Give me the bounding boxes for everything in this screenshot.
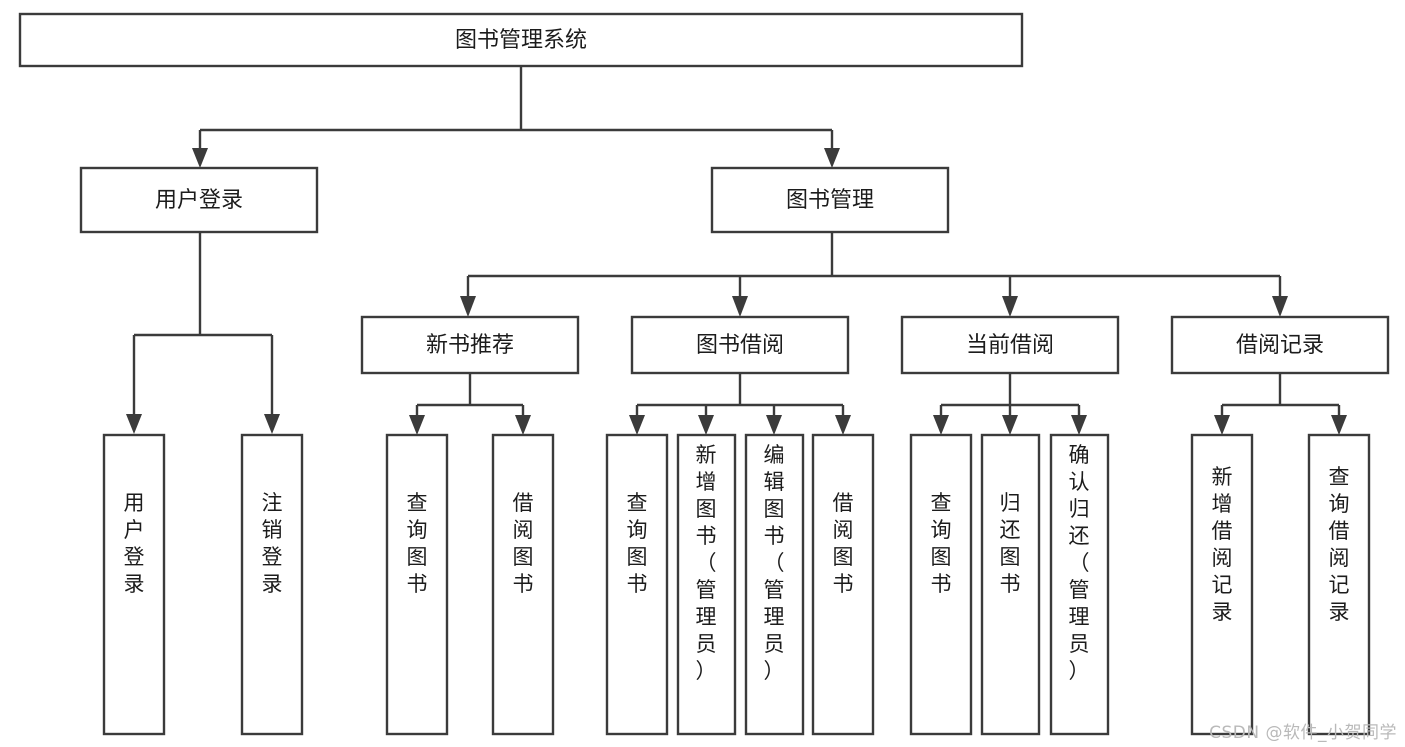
node-leaf-label: 新增图书（管理员） bbox=[696, 443, 717, 683]
node-leaf[interactable]: 查询借阅记录 bbox=[1307, 433, 1371, 736]
node-leaf[interactable]: 查询图书 bbox=[385, 433, 449, 736]
node-leaf-box[interactable] bbox=[605, 433, 669, 736]
node-leaf-label: 查询图书 bbox=[407, 491, 428, 596]
node-leaf[interactable]: 用户登录 bbox=[102, 433, 166, 736]
node-leaf-label: 借阅图书 bbox=[513, 491, 534, 596]
connector-new-book-children bbox=[415, 373, 525, 420]
node-book-manage-label: 图书管理 bbox=[786, 188, 874, 213]
node-leaf-box[interactable] bbox=[811, 433, 875, 736]
arrow-icon-to-borrow-book bbox=[732, 296, 748, 317]
arrow-icon-to-book-manage bbox=[824, 148, 840, 168]
node-leaf-label: 确认归还（管理员） bbox=[1069, 443, 1090, 683]
arrow-icon-to-current-borrow bbox=[1002, 296, 1018, 317]
connector-borrow-record-children bbox=[1220, 373, 1341, 420]
node-borrow-book-box[interactable] bbox=[630, 315, 850, 375]
node-borrow-record-label: 借阅记录 bbox=[1236, 333, 1324, 358]
arrow-icon-leaf-4 bbox=[515, 415, 531, 435]
node-borrow-book-label: 图书借阅 bbox=[696, 333, 784, 358]
arrow-icon-leaf-7 bbox=[766, 415, 782, 435]
arrow-icon-leaf-1 bbox=[126, 414, 142, 434]
node-book-manage-box[interactable] bbox=[710, 166, 950, 234]
connector-group-book-manage bbox=[460, 232, 1288, 317]
arrow-icon-leaf-9 bbox=[933, 415, 949, 435]
node-current-borrow[interactable]: 当前借阅 bbox=[900, 315, 1120, 375]
node-root-label: 图书管理系统 bbox=[455, 28, 587, 53]
node-borrow-record-box[interactable] bbox=[1170, 315, 1390, 375]
node-leaf-label: 编辑图书（管理员） bbox=[764, 443, 785, 683]
node-borrow-book[interactable]: 图书借阅 bbox=[630, 315, 850, 375]
node-root-box[interactable] bbox=[18, 12, 1024, 68]
node-leaf-label: 查询图书 bbox=[627, 491, 648, 596]
connector-group-new-book bbox=[409, 373, 531, 435]
node-leaf[interactable]: 借阅图书 bbox=[491, 433, 555, 736]
node-leaf-box[interactable] bbox=[909, 433, 973, 736]
arrow-icon-leaf-3 bbox=[409, 415, 425, 435]
node-leaf[interactable]: 借阅图书 bbox=[811, 433, 875, 736]
node-leaf-label: 用户登录 bbox=[124, 491, 145, 596]
connector-group-user-login bbox=[126, 232, 280, 434]
node-leaf[interactable]: 查询图书 bbox=[605, 433, 669, 736]
connector-group-borrow-book bbox=[629, 373, 851, 435]
node-leaf-label: 查询图书 bbox=[931, 491, 952, 596]
connector-group-borrow-record bbox=[1214, 373, 1347, 435]
node-leaf-box[interactable] bbox=[980, 433, 1041, 736]
node-leaf-box[interactable] bbox=[1190, 433, 1254, 736]
node-current-borrow-label: 当前借阅 bbox=[966, 333, 1054, 358]
node-borrow-record[interactable]: 借阅记录 bbox=[1170, 315, 1390, 375]
node-leaf[interactable]: 新增图书（管理员） bbox=[676, 433, 737, 736]
node-leaf-box[interactable] bbox=[676, 433, 737, 736]
node-user-login-box[interactable] bbox=[79, 166, 319, 234]
node-leaf-label: 新增借阅记录 bbox=[1212, 465, 1233, 624]
arrow-icon-to-new-book bbox=[460, 296, 476, 317]
connector-user-login-children bbox=[132, 232, 274, 418]
node-root[interactable]: 图书管理系统 bbox=[18, 12, 1024, 68]
node-leaf-box[interactable] bbox=[744, 433, 805, 736]
arrow-icon-leaf-2 bbox=[264, 414, 280, 434]
node-leaf-box[interactable] bbox=[491, 433, 555, 736]
node-user-login[interactable]: 用户登录 bbox=[79, 166, 319, 234]
node-leaf-label: 注销登录 bbox=[262, 491, 283, 596]
arrow-icon-leaf-8 bbox=[835, 415, 851, 435]
arrow-icon-leaf-13 bbox=[1331, 415, 1347, 435]
connector-current-borrow-children bbox=[939, 373, 1081, 420]
node-leaf-box[interactable] bbox=[1307, 433, 1371, 736]
connector-borrow-book-children bbox=[635, 373, 845, 420]
node-leaf-box[interactable] bbox=[102, 433, 166, 736]
node-leaf[interactable]: 归还图书 bbox=[980, 433, 1041, 736]
node-leaf[interactable]: 查询图书 bbox=[909, 433, 973, 736]
node-leaf[interactable]: 注销登录 bbox=[240, 433, 304, 736]
node-leaf-label: 借阅图书 bbox=[833, 491, 854, 596]
arrow-icon-leaf-5 bbox=[629, 415, 645, 435]
arrow-icon-leaf-6 bbox=[698, 415, 714, 435]
node-current-borrow-box[interactable] bbox=[900, 315, 1120, 375]
node-leaf[interactable]: 编辑图书（管理员） bbox=[744, 433, 805, 736]
node-leaf-box[interactable] bbox=[385, 433, 449, 736]
connector-group-root bbox=[192, 66, 840, 168]
node-new-book-box[interactable] bbox=[360, 315, 580, 375]
connector-book-manage-children bbox=[466, 232, 1282, 296]
node-new-book-label: 新书推荐 bbox=[426, 333, 514, 358]
arrow-icon-leaf-10 bbox=[1002, 415, 1018, 435]
node-user-login-label: 用户登录 bbox=[155, 188, 243, 213]
watermark-text: CSDN @软件_小贺同学 bbox=[1209, 723, 1397, 743]
connector-root-to-level2 bbox=[198, 66, 834, 152]
node-leaf-box[interactable] bbox=[1049, 433, 1110, 736]
node-leaf-label: 归还图书 bbox=[1000, 491, 1021, 596]
node-new-book[interactable]: 新书推荐 bbox=[360, 315, 580, 375]
arrow-icon-leaf-12 bbox=[1214, 415, 1230, 435]
arrow-icon-to-borrow-record bbox=[1272, 296, 1288, 317]
node-leaf-label: 查询借阅记录 bbox=[1329, 465, 1350, 624]
node-leaf-box[interactable] bbox=[240, 433, 304, 736]
arrow-icon-to-user-login bbox=[192, 148, 208, 168]
node-book-manage[interactable]: 图书管理 bbox=[710, 166, 950, 234]
node-leaf[interactable]: 新增借阅记录 bbox=[1190, 433, 1254, 736]
connector-group-current-borrow bbox=[933, 373, 1087, 435]
arrow-icon-leaf-11 bbox=[1071, 415, 1087, 435]
node-leaf[interactable]: 确认归还（管理员） bbox=[1049, 433, 1110, 736]
